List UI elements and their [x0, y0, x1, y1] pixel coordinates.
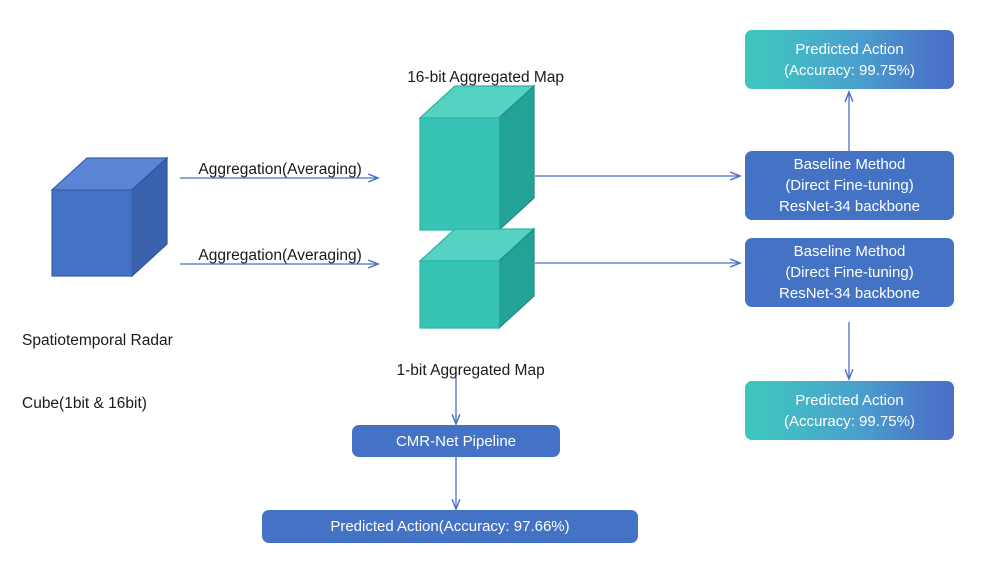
map-16bit-label: 16-bit Aggregated Map: [361, 46, 593, 109]
node-baseline-method-top-line2: (Direct Fine-tuning): [785, 177, 914, 194]
node-predicted-action-cmr-label: Predicted Action(Accuracy: 97.66%): [330, 518, 570, 535]
node-cmr-net-pipeline-label: CMR-Net Pipeline: [395, 432, 517, 450]
spatiotemporal-cube-label: Spatiotemporal Radar Cube(1bit & 16bit): [8, 288, 242, 456]
aggregation-bottom-label: Aggregation(Averaging): [182, 224, 362, 287]
node-predicted-action-bottom[interactable]: Predicted Action (Accuracy: 99.75%): [745, 381, 954, 440]
spatiotemporal-cube-label-line2: Cube(1bit & 16bit): [22, 395, 147, 412]
node-baseline-method-bottom-line1: Baseline Method: [793, 243, 906, 260]
node-cmr-net-pipeline[interactable]: CMR-Net Pipeline: [352, 425, 560, 457]
map-1bit-label-text: 1-bit Aggregated Map: [396, 362, 545, 379]
cube-16bit-aggregated-map: [418, 84, 536, 232]
map-1bit-label: 1-bit Aggregated Map: [346, 339, 578, 402]
node-predicted-action-top[interactable]: Predicted Action (Accuracy: 99.75%): [745, 30, 954, 89]
node-baseline-method-top-line3: ResNet-34 backbone: [779, 198, 920, 215]
node-predicted-action-cmr[interactable]: Predicted Action(Accuracy: 97.66%): [262, 510, 638, 543]
node-baseline-method-top[interactable]: Baseline Method (Direct Fine-tuning) Res…: [745, 151, 954, 220]
node-predicted-action-top-line1: Predicted Action: [795, 40, 904, 58]
aggregation-top-label: Aggregation(Averaging): [182, 138, 362, 201]
cube-1bit-aggregated-map: [418, 227, 536, 330]
map-16bit-label-text: 16-bit Aggregated Map: [407, 69, 565, 86]
spatiotemporal-radar-cube: [50, 156, 169, 278]
spatiotemporal-cube-label-line1: Spatiotemporal Radar: [22, 332, 173, 349]
node-baseline-method-top-line1: Baseline Method: [793, 156, 906, 173]
node-baseline-method-bottom-line3: ResNet-34 backbone: [779, 285, 920, 302]
node-predicted-action-bottom-line1: Predicted Action: [795, 391, 904, 409]
node-predicted-action-top-line2: (Accuracy: 99.75%): [784, 61, 915, 79]
node-baseline-method-bottom-line2: (Direct Fine-tuning): [785, 264, 914, 281]
aggregation-bottom-label-text: Aggregation(Averaging): [198, 247, 362, 264]
node-baseline-method-bottom[interactable]: Baseline Method (Direct Fine-tuning) Res…: [745, 238, 954, 307]
node-predicted-action-bottom-line2: (Accuracy: 99.75%): [784, 412, 915, 430]
aggregation-top-label-text: Aggregation(Averaging): [198, 161, 362, 178]
